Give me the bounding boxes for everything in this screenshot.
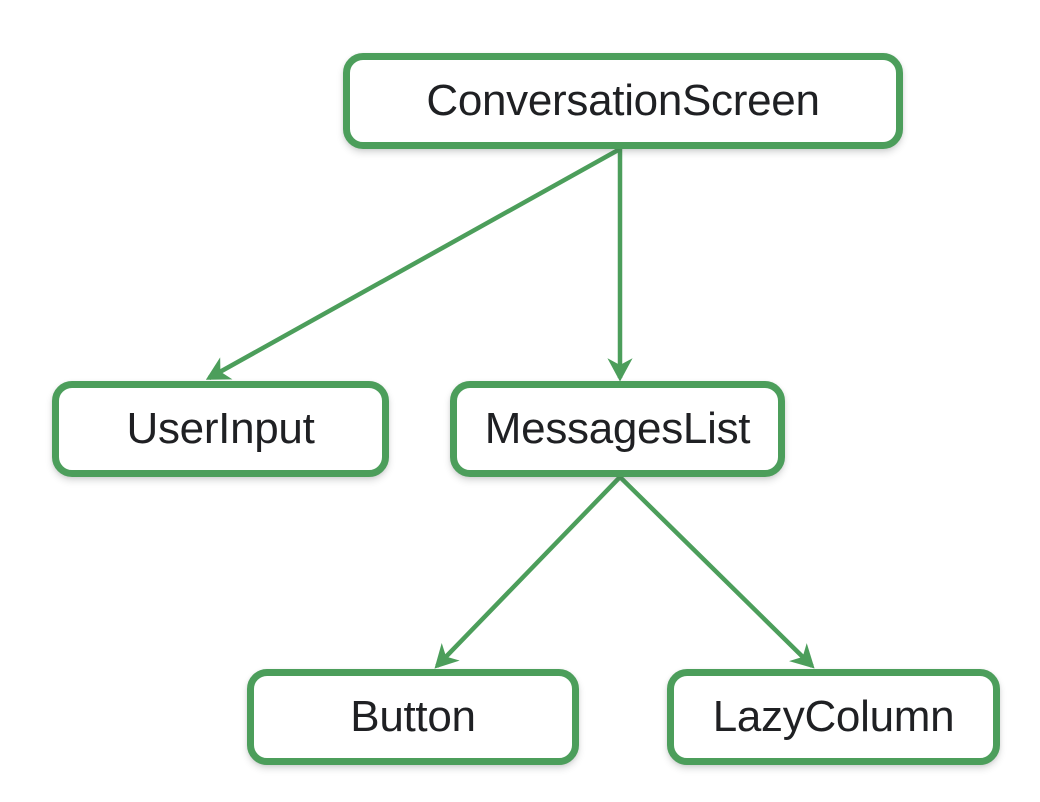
edge-messageslist-button <box>434 475 622 669</box>
node-lazy-column[interactable]: LazyColumn <box>667 669 1000 765</box>
edge-messageslist-lazycolumn <box>618 475 815 669</box>
node-label-button: Button <box>350 692 476 741</box>
edge-conversationscreen-userinput <box>205 147 622 380</box>
node-conversation-screen[interactable]: ConversationScreen <box>343 53 903 149</box>
node-user-input[interactable]: UserInput <box>52 381 389 477</box>
node-label-user-input: UserInput <box>126 404 315 453</box>
node-label-conversation-screen: ConversationScreen <box>426 76 820 125</box>
node-label-messages-list: MessagesList <box>484 404 751 453</box>
node-button[interactable]: Button <box>247 669 579 765</box>
node-messages-list[interactable]: MessagesList <box>450 381 785 477</box>
node-label-lazy-column: LazyColumn <box>712 692 955 741</box>
